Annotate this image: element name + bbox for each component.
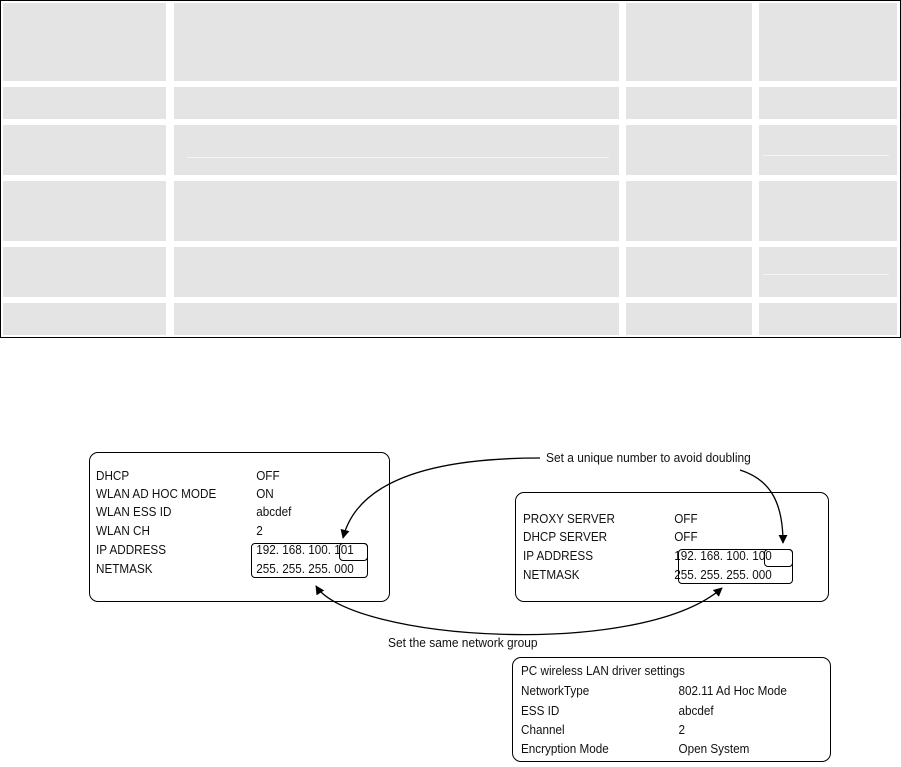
- table-cell: [759, 3, 897, 81]
- table-cell: [759, 181, 897, 241]
- arrow-to-left-ip: [340, 457, 541, 539]
- table-cell: [626, 125, 752, 175]
- table-cell: [626, 247, 752, 297]
- setting-label: DHCP: [96, 468, 130, 483]
- table-cell: [626, 87, 752, 119]
- setting-value: abcdef: [256, 504, 292, 519]
- setting-value: OFF: [674, 511, 698, 526]
- table-cell: [759, 303, 897, 335]
- network-group-bracket: [678, 549, 793, 584]
- setting-label: PROXY SERVER: [523, 511, 615, 526]
- table-cell: [3, 87, 166, 119]
- setting-value: OFF: [256, 468, 280, 483]
- arrow-network-group: [315, 585, 723, 636]
- pc-driver-settings-box: PC wireless LAN driver settings NetworkT…: [512, 657, 831, 762]
- arrow-to-right-ip: [739, 469, 788, 544]
- cell-divider: [763, 155, 889, 156]
- setting-label: NETMASK: [96, 561, 153, 576]
- table-cell: [174, 87, 619, 119]
- setting-value: 255. 255. 255. 000: [256, 561, 354, 576]
- settings-table: [0, 0, 901, 338]
- setting-label: NetworkType: [521, 683, 590, 698]
- table-cell: [3, 3, 166, 81]
- table-cell: [3, 181, 166, 241]
- setting-label: WLAN CH: [96, 523, 150, 538]
- cell-divider: [763, 274, 889, 275]
- setting-label: NETMASK: [523, 567, 580, 582]
- unique-number-note: Set a unique number to avoid doubling: [546, 450, 751, 465]
- setting-value: OFF: [674, 529, 698, 544]
- setting-value: abcdef: [678, 703, 714, 718]
- setting-label: ESS ID: [521, 703, 560, 718]
- table-cell: [174, 125, 619, 175]
- table-cell: [626, 181, 752, 241]
- setting-label: Channel: [521, 722, 565, 737]
- table-cell: [3, 125, 166, 175]
- table-cell: [626, 3, 752, 81]
- setting-value: 2: [256, 523, 263, 538]
- setting-value: Open System: [678, 741, 750, 756]
- ip-prefix: 192. 168. 100.: [674, 548, 753, 563]
- setting-label: WLAN ESS ID: [96, 504, 172, 519]
- setting-label: IP ADDRESS: [96, 542, 167, 557]
- setting-label: WLAN AD HOC MODE: [96, 486, 217, 501]
- camera-settings-box: DHCP OFF WLAN AD HOC MODE ON WLAN ESS ID…: [89, 452, 390, 602]
- table-cell: [174, 3, 619, 81]
- setting-value: 2: [678, 722, 686, 737]
- setting-label: IP ADDRESS: [523, 548, 594, 563]
- table-cell: [626, 303, 752, 335]
- table-cell: [3, 247, 166, 297]
- table-cell: [759, 247, 897, 297]
- ip-prefix: 192. 168. 100.: [256, 542, 335, 557]
- server-settings-box: PROXY SERVER OFF DHCP SERVER OFF IP ADDR…: [515, 492, 829, 602]
- network-group-bracket: [251, 543, 368, 578]
- setting-value: ON: [256, 486, 274, 501]
- table-cell: [759, 125, 897, 175]
- table-cell: [174, 303, 619, 335]
- table-cell: [3, 303, 166, 335]
- unique-number-bracket: [339, 543, 368, 561]
- setting-label: Encryption Mode: [521, 741, 609, 756]
- table-cell: [759, 87, 897, 119]
- table-cell: [174, 247, 619, 297]
- setting-value: 802.11 Ad Hoc Mode: [678, 683, 787, 698]
- table-cell: [174, 181, 619, 241]
- cell-divider: [187, 157, 609, 158]
- pc-box-title: PC wireless LAN driver settings: [521, 663, 685, 678]
- setting-value: 255. 255. 255. 000: [674, 567, 772, 582]
- setting-label: DHCP SERVER: [523, 529, 608, 544]
- unique-number-bracket: [764, 549, 793, 567]
- same-network-note: Set the same network group: [388, 635, 538, 650]
